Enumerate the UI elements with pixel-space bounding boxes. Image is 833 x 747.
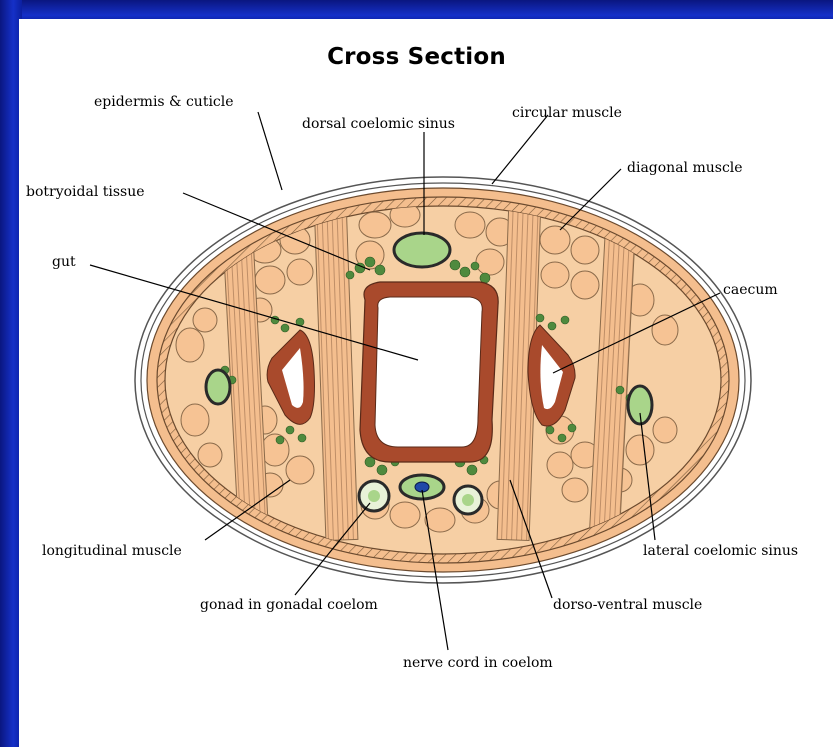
label-dorso-ventral-muscle: dorso-ventral muscle [553,598,702,612]
label-circular-muscle: circular muscle [512,106,622,120]
label-epidermis-cuticle: epidermis & cuticle [94,95,234,109]
label-diagonal-muscle: diagonal muscle [627,161,743,175]
lateral-coelomic-sinus-left [206,370,230,404]
dorsal-coelomic-sinus [394,233,450,267]
label-nerve-cord-in-coelom: nerve cord in coelom [403,656,553,670]
gut-lumen [375,297,482,447]
label-botryoidal-tissue: botryoidal tissue [26,185,145,199]
label-longitudinal-muscle: longitudinal muscle [42,544,182,558]
gonad-right-core [462,494,474,506]
label-lateral-coelomic-sinus: lateral coelomic sinus [643,544,798,558]
label-gut: gut [52,255,76,269]
label-caecum: caecum [723,283,778,297]
label-dorsal-coelomic-sinus: dorsal coelomic sinus [302,117,455,131]
gonad-left-core [368,490,380,502]
leader-epidermis [258,112,282,190]
leader-circular-muscle [492,115,548,184]
label-gonad-in-gonadal-coelom: gonad in gonadal coelom [200,598,378,612]
lateral-coelomic-sinus-right [628,386,652,424]
